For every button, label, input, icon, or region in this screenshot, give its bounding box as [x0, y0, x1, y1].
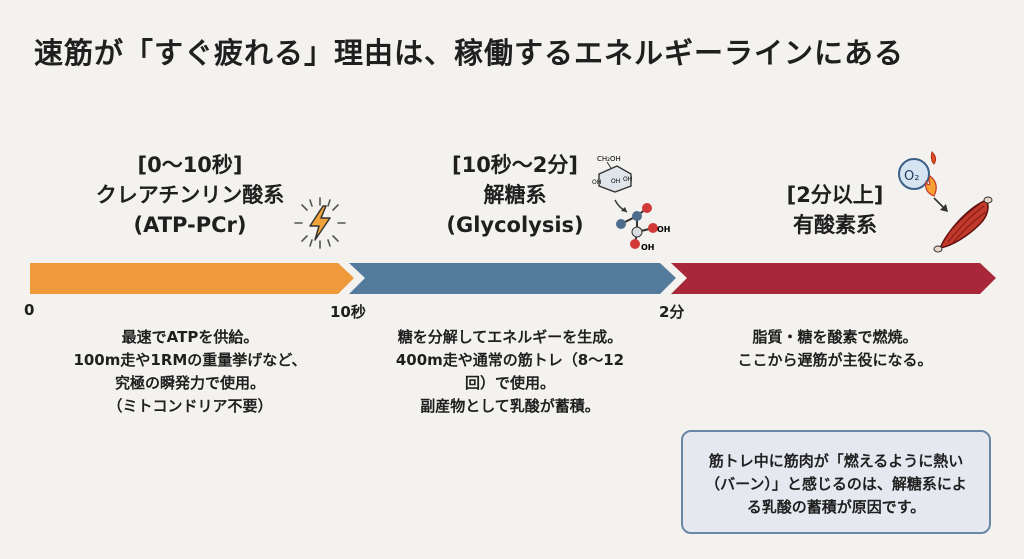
molecule-label-ch2oh: CH₂OH [597, 155, 621, 163]
description-line: 究極の瞬発力で使用。 [114, 374, 265, 392]
oxygen-muscle-icon: O₂ [898, 151, 993, 253]
timeline-segment-atp-pcr [30, 263, 354, 294]
glucose-molecule-icon: CH₂OH OH OH OH OH OH [592, 155, 671, 252]
lactic-acid-note-box: 筋トレ中に筋肉が「燃えるように熱い（バーン）」と感じるのは、解糖系による乳酸の蓄… [681, 430, 991, 534]
description-line: 100m走や1RMの重量挙げなど、 [73, 351, 307, 369]
description-line: 脂質・糖を酸素で燃焼。 [752, 328, 918, 346]
phase-header-glycolysis: [10秒〜2分] 解糖系 (Glycolysis) [400, 150, 630, 240]
timeline-segment-glycolysis [349, 263, 676, 294]
description-line: ここから遅筋が主役になる。 [737, 351, 933, 369]
tick-label-2min: 2分 [659, 303, 685, 321]
tick-label-10s: 10秒 [330, 303, 366, 321]
phase-range: [10秒〜2分] [451, 153, 579, 177]
description-line: （ミトコンドリア不要） [107, 397, 273, 415]
phase-range: [0〜10秒] [137, 153, 243, 177]
lightning-burst-icon [294, 197, 346, 249]
molecule-label-oh: OH [623, 176, 632, 183]
description-line: 最速でATPを供給。 [121, 328, 259, 346]
phase-description-aerobic: 脂質・糖を酸素で燃焼。 ここから遅筋が主役になる。 [700, 326, 970, 372]
tick-label-0: 0 [24, 301, 35, 319]
phase-name: 有酸素系 [793, 213, 877, 237]
phase-subtitle: (Glycolysis) [446, 213, 584, 237]
description-line: 回）で使用。 [464, 374, 555, 392]
timeline-segment-aerobic [671, 263, 996, 294]
molecule-label-oh: OH [592, 179, 601, 186]
timeline-bar [30, 263, 996, 294]
phase-name: クレアチンリン酸系 [95, 183, 285, 207]
molecule-label-oh: OH [641, 243, 655, 252]
phase-range: [2分以上] [786, 183, 884, 207]
page-title: 速筋が「すぐ疲れる」理由は、稼働するエネルギーラインにある [34, 36, 905, 70]
phase-header-atp-pcr: [0〜10秒] クレアチンリン酸系 (ATP-PCr) [70, 150, 310, 240]
phase-description-atp-pcr: 最速でATPを供給。 100m走や1RMの重量挙げなど、 究極の瞬発力で使用。 … [40, 326, 340, 418]
description-line: 400m走や通常の筋トレ（8〜12 [395, 351, 625, 369]
phase-description-glycolysis: 糖を分解してエネルギーを生成。 400m走や通常の筋トレ（8〜12 回）で使用。… [370, 326, 650, 418]
phase-header-aerobic: [2分以上] 有酸素系 [740, 180, 930, 240]
phase-name: 解糖系 [483, 183, 547, 207]
description-line: 糖を分解してエネルギーを生成。 [397, 328, 623, 346]
phase-subtitle: (ATP-PCr) [133, 213, 247, 237]
description-line: 副産物として乳酸が蓄積。 [420, 397, 600, 415]
oxygen-label: O₂ [904, 169, 919, 184]
molecule-label-oh: OH [657, 225, 671, 234]
molecule-label-oh: OH [611, 178, 620, 185]
